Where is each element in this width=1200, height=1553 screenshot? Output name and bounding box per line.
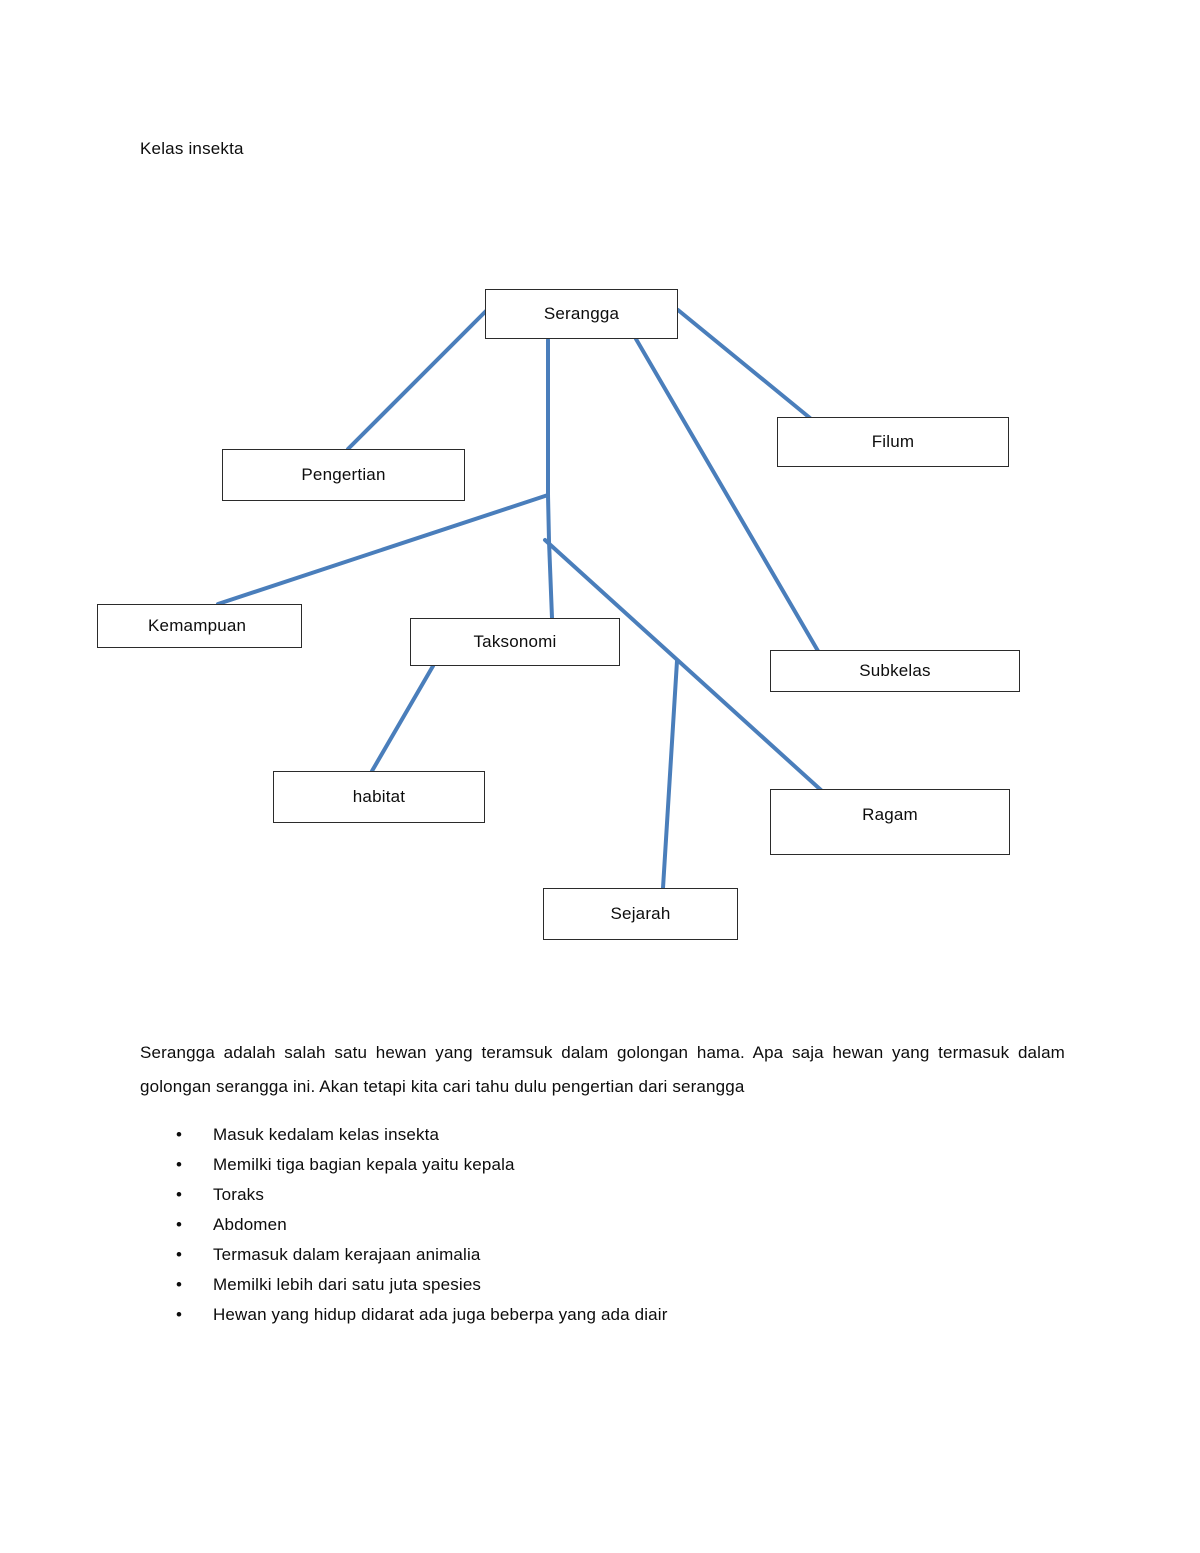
node-pengertian-label: Pengertian	[301, 465, 386, 484]
list-item-label: Memilki tiga bagian kepala yaitu kepala	[213, 1155, 515, 1174]
edge-serangga-subkelas	[634, 337, 820, 653]
list-item: • Termasuk dalam kerajaan animalia	[140, 1240, 1065, 1270]
node-subkelas-label: Subkelas	[859, 661, 931, 680]
bullet-icon: •	[176, 1215, 183, 1234]
node-filum[interactable]: Filum	[777, 417, 1009, 467]
node-ragam[interactable]: Ragam	[770, 789, 1010, 855]
bullet-icon: •	[176, 1245, 183, 1264]
node-filum-label: Filum	[871, 432, 915, 451]
edge-taksonomi-habitat	[370, 664, 435, 773]
node-habitat-label: habitat	[352, 787, 406, 806]
node-sejarah[interactable]: Sejarah	[543, 888, 738, 940]
node-subkelas[interactable]: Subkelas	[770, 650, 1020, 692]
page-title: Kelas insekta	[140, 139, 244, 158]
mind-map-diagram: Serangga Pengertian Filum Kemampuan Taks…	[97, 289, 1020, 940]
list-item: • Masuk kedalam kelas insekta	[140, 1120, 1065, 1150]
node-pengertian[interactable]: Pengertian	[222, 449, 465, 501]
intro-paragraph: Serangga adalah salah satu hewan yang te…	[140, 1043, 1065, 1096]
edge-serangga-ragam	[543, 538, 824, 793]
edge-serangga-pengertian	[346, 309, 488, 451]
bullet-icon: •	[176, 1125, 183, 1144]
bullet-icon: •	[176, 1275, 183, 1294]
list-item-label: Abdomen	[213, 1215, 287, 1234]
list-item-label: Toraks	[213, 1185, 264, 1204]
list-item-label: Memilki lebih dari satu juta spesies	[213, 1275, 482, 1294]
bullet-icon: •	[176, 1155, 183, 1174]
list-item: • Abdomen	[140, 1210, 1065, 1240]
list-item: • Memilki lebih dari satu juta spesies	[140, 1270, 1065, 1300]
node-kemampuan-label: Kemampuan	[148, 616, 247, 635]
list-item: • Memilki tiga bagian kepala yaitu kepal…	[140, 1150, 1065, 1180]
node-kemampuan[interactable]: Kemampuan	[97, 604, 302, 648]
body-copy: Serangga adalah salah satu hewan yang te…	[140, 1036, 1065, 1330]
bullet-icon: •	[176, 1305, 183, 1324]
edge-taksonomi-sejarah	[661, 659, 679, 890]
node-serangga-label: Serangga	[543, 304, 620, 323]
feature-bullet-list: • Masuk kedalam kelas insekta • Memilki …	[140, 1120, 1065, 1330]
list-item: • Toraks	[140, 1180, 1065, 1210]
bullet-icon: •	[176, 1185, 183, 1204]
edge-serangga-filum	[676, 308, 812, 420]
node-ragam-label: Ragam	[862, 805, 918, 824]
diagram-connector-layer	[216, 308, 824, 890]
node-taksonomi-label: Taksonomi	[473, 632, 557, 651]
edge-serangga-kemampuan	[216, 493, 550, 606]
list-item-label: Masuk kedalam kelas insekta	[213, 1125, 440, 1144]
list-item: • Hewan yang hidup didarat ada juga bebe…	[140, 1300, 1065, 1330]
node-sejarah-label: Sejarah	[610, 904, 671, 923]
node-taksonomi[interactable]: Taksonomi	[410, 618, 620, 666]
list-item-label: Termasuk dalam kerajaan animalia	[213, 1245, 481, 1264]
list-item-label: Hewan yang hidup didarat ada juga beberp…	[213, 1305, 668, 1324]
edge-serangga-taksonomi	[546, 338, 554, 620]
node-serangga[interactable]: Serangga	[485, 289, 678, 339]
node-habitat[interactable]: habitat	[273, 771, 485, 823]
